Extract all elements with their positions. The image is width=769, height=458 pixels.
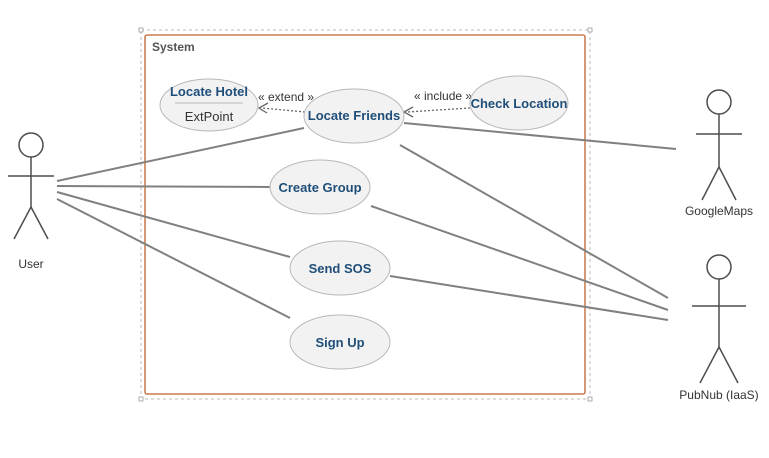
assoc-locate-friends-pubnub[interactable] xyxy=(399,144,669,299)
actor-pubnub-label: PubNub (IaaS) xyxy=(679,388,758,402)
associations xyxy=(56,122,677,321)
extend-arrowhead xyxy=(257,102,269,114)
assoc-user-sign-up[interactable] xyxy=(56,198,291,319)
assoc-user-create-group[interactable] xyxy=(56,185,271,188)
use-case-check-location-shape xyxy=(469,75,569,131)
actor-pubnub-leg-left xyxy=(699,346,720,384)
use-case-send-sos-label: Send SOS xyxy=(309,261,372,276)
actor-user[interactable] xyxy=(8,132,54,240)
selection-handle[interactable] xyxy=(587,396,593,402)
actor-user-leg-right xyxy=(30,206,49,240)
actor-pubnub-leg-right xyxy=(718,346,739,384)
use-case-locate-hotel-label: Locate Hotel xyxy=(170,84,248,99)
use-case-send-sos-shape xyxy=(289,240,391,296)
assoc-locate-friends-googlemaps[interactable] xyxy=(403,122,677,150)
selection-handle[interactable] xyxy=(138,396,144,402)
actor-user-label: User xyxy=(18,257,43,271)
use-case-sign-up-shape xyxy=(289,314,391,370)
extend-arrow-line[interactable] xyxy=(261,107,306,113)
use-case-check-location[interactable]: Check Location xyxy=(469,75,569,131)
use-case-create-group-label: Create Group xyxy=(278,180,361,195)
include-arrow-line[interactable] xyxy=(406,107,471,113)
use-case-send-sos[interactable]: Send SOS xyxy=(289,240,391,296)
use-case-locate-friends[interactable]: Locate Friends xyxy=(303,88,405,144)
include-label: « include » xyxy=(414,89,472,103)
use-case-sign-up[interactable]: Sign Up xyxy=(289,314,391,370)
actor-googlemaps-leg-left xyxy=(701,166,720,201)
actor-pubnub[interactable] xyxy=(692,254,746,384)
assoc-user-locate-friends[interactable] xyxy=(56,127,305,182)
extension-point-label: ExtPoint xyxy=(185,109,234,124)
system-label: System xyxy=(152,40,195,54)
extend-label: « extend » xyxy=(258,90,314,104)
selection-handle[interactable] xyxy=(587,27,593,33)
assoc-user-send-sos[interactable] xyxy=(56,191,291,258)
actor-googlemaps[interactable] xyxy=(696,89,742,201)
assoc-send-sos-pubnub[interactable] xyxy=(389,275,669,321)
actor-user-leg-left xyxy=(13,206,32,240)
selection-handle[interactable] xyxy=(138,27,144,33)
actor-user-head xyxy=(18,132,44,158)
assoc-create-group-pubnub[interactable] xyxy=(370,205,669,311)
actor-pubnub-head xyxy=(706,254,732,280)
use-case-create-group-shape xyxy=(269,159,371,215)
system-boundary[interactable] xyxy=(144,34,586,395)
actor-googlemaps-label: GoogleMaps xyxy=(685,204,753,218)
actor-googlemaps-leg-right xyxy=(718,166,737,201)
use-case-locate-hotel[interactable]: Locate Hotel ExtPoint xyxy=(159,78,259,132)
use-case-locate-hotel-shape xyxy=(159,78,259,132)
use-case-sign-up-label: Sign Up xyxy=(315,335,364,350)
use-case-locate-friends-shape xyxy=(303,88,405,144)
use-case-locate-friends-label: Locate Friends xyxy=(308,108,400,123)
use-case-check-location-label: Check Location xyxy=(471,96,568,111)
use-case-create-group[interactable]: Create Group xyxy=(269,159,371,215)
actor-googlemaps-head xyxy=(706,89,732,115)
system-selection-frame xyxy=(140,29,591,400)
